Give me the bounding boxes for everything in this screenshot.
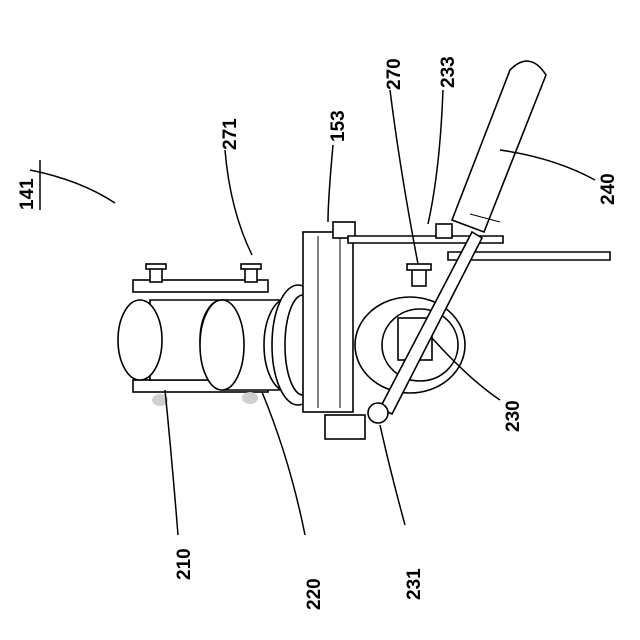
leader-153 (328, 145, 333, 222)
label-271: 271 (220, 118, 241, 150)
label-240: 240 (598, 173, 619, 205)
leader-141 (30, 170, 115, 203)
label-210: 210 (174, 548, 195, 580)
leader-233 (428, 90, 443, 224)
label-231: 231 (404, 568, 425, 600)
leader-210 (165, 390, 178, 535)
leader-220 (262, 392, 305, 535)
label-220: 220 (304, 578, 325, 610)
label-153: 153 (328, 110, 349, 142)
label-230: 230 (503, 400, 524, 432)
leader-231 (380, 425, 405, 525)
grip-240 (452, 61, 546, 232)
fastener-270 (407, 264, 431, 286)
label-270: 270 (384, 58, 405, 90)
leader-271 (225, 150, 252, 255)
bracket-153 (303, 222, 365, 439)
label-233: 233 (438, 56, 459, 88)
label-141: 141 (17, 178, 38, 210)
